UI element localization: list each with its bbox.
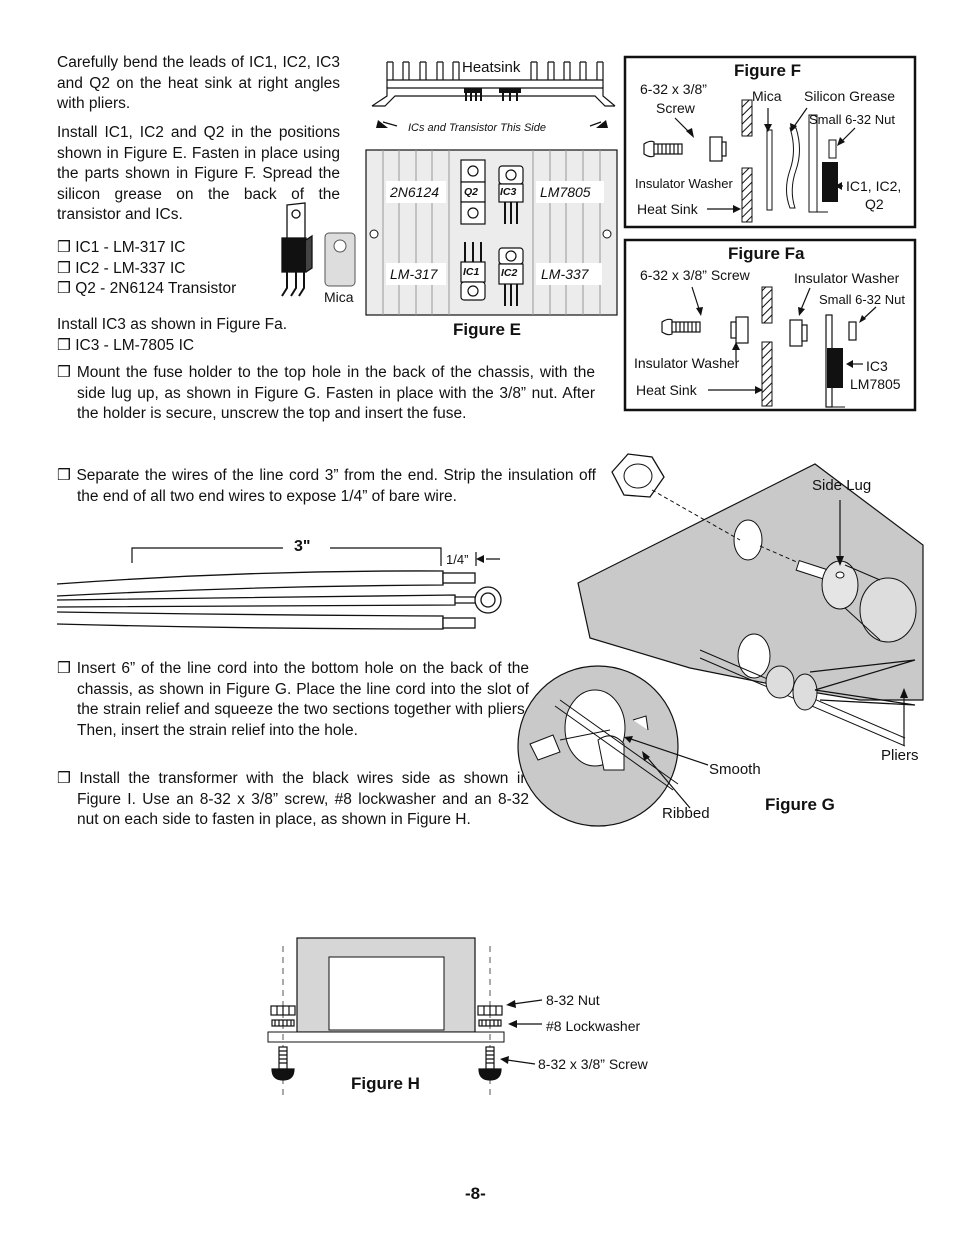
fig-f-washer-label: Insulator Washer	[635, 176, 733, 191]
figure-e-title: Figure E	[453, 320, 522, 339]
q2-part-label: 2N6124	[390, 184, 440, 200]
fig-f-heatsink-label: Heat Sink	[637, 201, 698, 217]
checklist-item[interactable]: ❒ IC3 - LM-7805 IC	[57, 337, 195, 354]
checklist-figure-f: ❒ IC1 - LM-317 IC ❒ IC2 - LM-337 IC ❒ Q2…	[57, 238, 236, 300]
smooth-label: Smooth	[709, 761, 761, 778]
ic1-tag: IC1	[463, 266, 480, 278]
fig-f-grease-label: Silicon Grease	[804, 88, 896, 104]
fig-h-nut-label: 8-32 Nut	[546, 992, 600, 1008]
fig-h-screw-label: 8-32 x 3/8” Screw	[538, 1056, 648, 1072]
ics-this-side-label: ICs and Transistor This Side	[408, 122, 546, 134]
step-install-transformer[interactable]: ❒ Install the transformer with the black…	[57, 770, 529, 828]
checklist-item[interactable]: ❒ IC2 - LM-337 IC	[57, 259, 186, 277]
fig-fa-screw-label: 6-32 x 3/8” Screw	[640, 267, 750, 283]
fig-fa-washer-left-label: Insulator Washer	[634, 355, 740, 371]
q2-tag: Q2	[464, 186, 479, 198]
step-separate-wires[interactable]: ❒ Separate the wires of the line cord 3”…	[57, 467, 596, 505]
figure-f-title: Figure F	[734, 61, 802, 80]
page-number: -8-	[465, 1184, 486, 1203]
fig-f-mica-label: Mica	[752, 88, 782, 104]
figure-h-title: Figure H	[351, 1074, 420, 1093]
fig-fa-ic-label: IC3	[866, 358, 888, 374]
heatsink-label: Heatsink	[460, 59, 523, 76]
fig-h-lockwasher-label: #8 Lockwasher	[546, 1018, 641, 1034]
fig-f-screw-label-2: Screw	[656, 100, 695, 116]
quarter-inch-label: 1/4”	[446, 552, 469, 567]
fig-fa-ic-label-2: LM7805	[850, 376, 901, 392]
step-fuse-holder[interactable]: ❒ Mount the fuse holder to the top hole …	[57, 364, 595, 422]
fig-fa-nut-label: Small 6-32 Nut	[819, 292, 905, 307]
ic2-tag: IC2	[501, 267, 518, 279]
pliers-label: Pliers	[881, 747, 919, 764]
bend-leads-text: Carefully bend the leads of IC1, IC2, IC…	[57, 54, 340, 112]
ic1-part-label: LM-317	[390, 266, 438, 282]
step-insert-line-cord[interactable]: ❒ Insert 6” of the line cord into the bo…	[57, 660, 529, 739]
install-ic3-text: Install IC3 as shown in Figure Fa.	[57, 316, 288, 333]
fig-f-ic-label-2: Q2	[865, 196, 884, 212]
side-lug-label: Side Lug	[812, 477, 872, 494]
fig-fa-washer-top-label: Insulator Washer	[794, 270, 900, 286]
fig-fa-heatsink-label: Heat Sink	[636, 382, 697, 398]
three-inch-label: 3"	[294, 538, 311, 555]
checklist-item[interactable]: ❒ IC1 - LM-317 IC	[57, 239, 186, 256]
ic2-part-label: LM-337	[541, 266, 589, 282]
install-parts-text: Install IC1, IC2 and Q2 in the positions…	[57, 124, 340, 223]
ic3-tag: IC3	[500, 186, 517, 198]
fig-f-nut-label: Small 6-32 Nut	[809, 112, 895, 127]
mica-label: Mica	[324, 289, 354, 305]
figure-fa-title: Figure Fa	[728, 244, 805, 263]
fig-f-ic-label: IC1, IC2,	[846, 178, 902, 194]
fig-f-screw-label: 6-32 x 3/8”	[640, 81, 707, 97]
checklist-item[interactable]: ❒ Q2 - 2N6124 Transistor	[57, 280, 237, 297]
ribbed-label: Ribbed	[662, 805, 710, 822]
figure-g-title: Figure G	[765, 795, 835, 814]
ic3-part-label: LM7805	[540, 184, 591, 200]
